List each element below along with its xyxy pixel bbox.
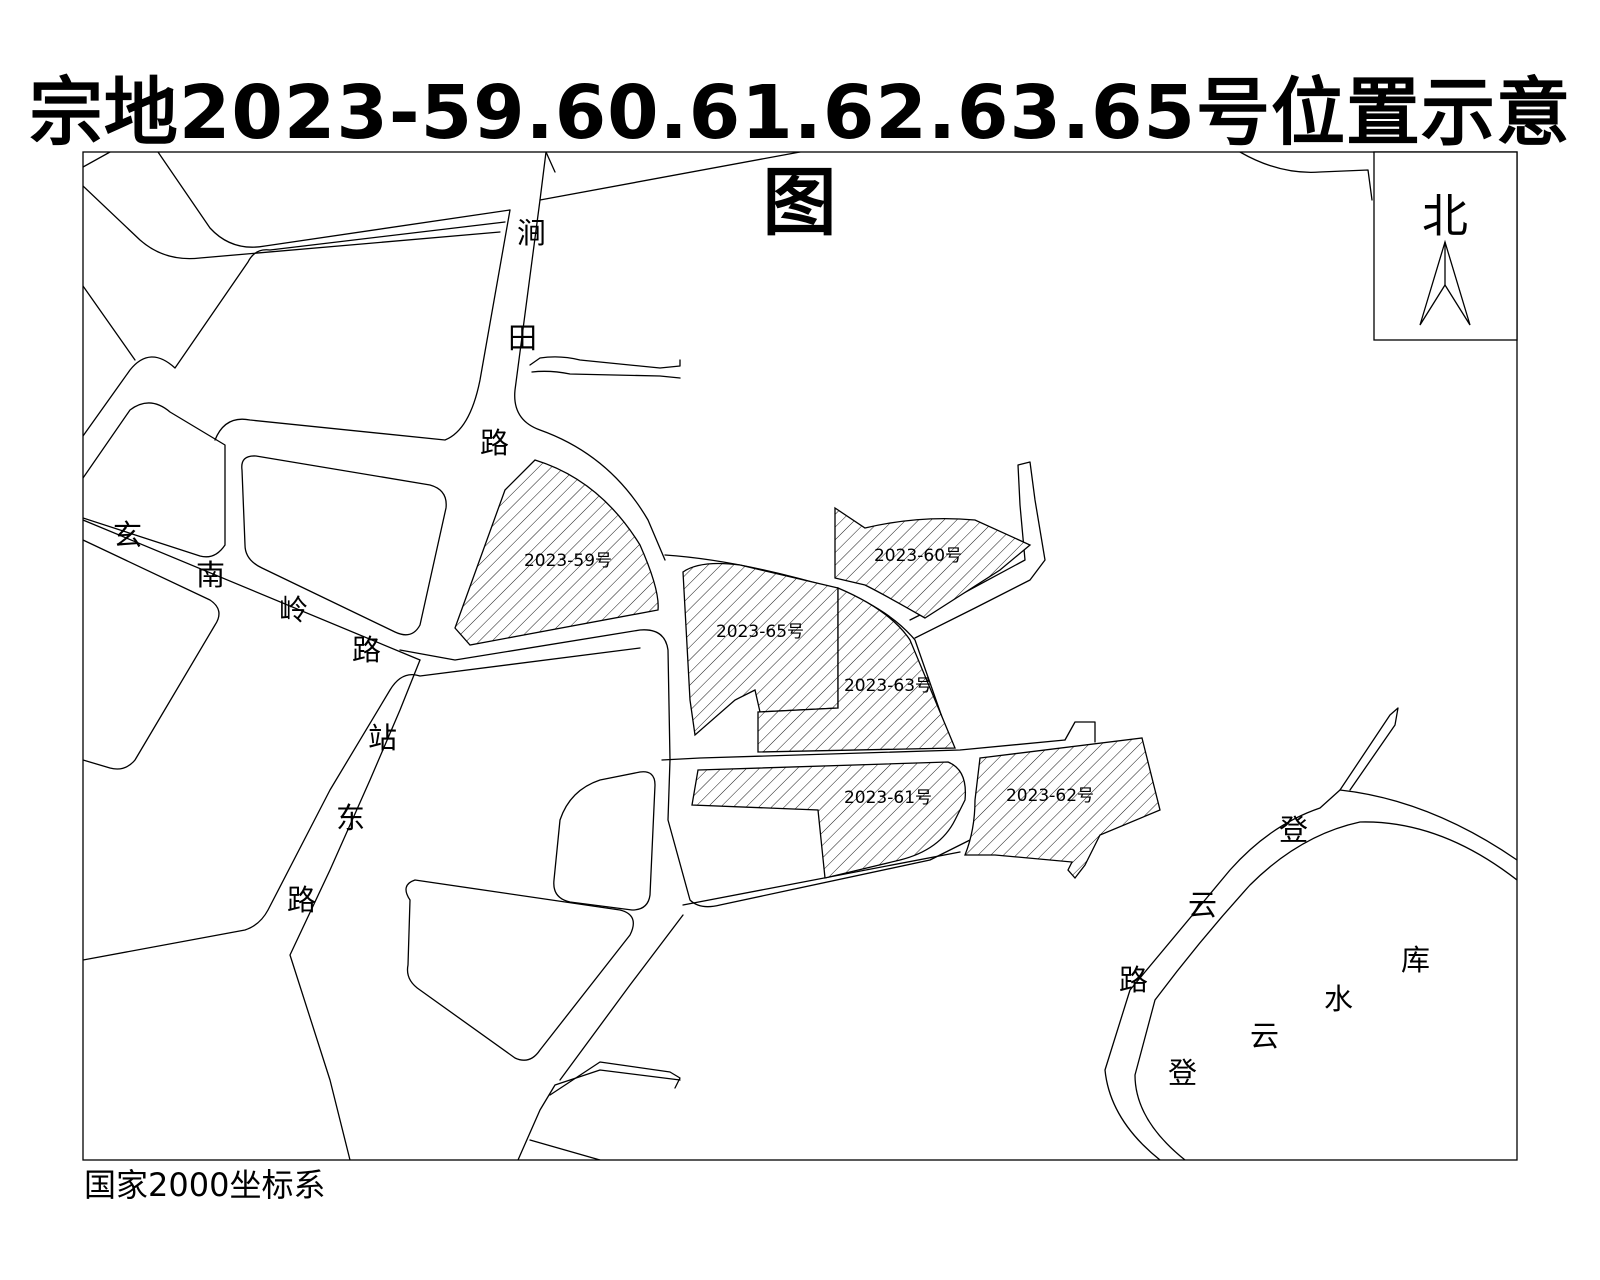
map-title: 宗地2023-59.60.61.62.63.65号位置示意图 — [28, 70, 1572, 246]
road-edge — [682, 851, 961, 906]
north-arrow-icon — [1419, 239, 1471, 326]
road-edge — [83, 285, 136, 361]
parcel-2023-60[interactable] — [834, 506, 1032, 619]
road-edge — [539, 152, 801, 201]
road-edge — [667, 759, 1001, 908]
road-label-dengyun: 路 — [1119, 963, 1148, 997]
road-edge — [241, 455, 447, 636]
road-edge — [289, 659, 421, 1160]
parcel-label: 2023-62号 — [1006, 786, 1094, 806]
road-edge — [405, 879, 634, 1061]
parcel-label: 2023-63号 — [844, 676, 932, 696]
road-edge — [661, 739, 1066, 761]
road-edge — [157, 152, 511, 248]
reservoir-label: 水 — [1324, 982, 1353, 1016]
road-edge — [83, 519, 421, 661]
parcels-layer — [454, 459, 1161, 880]
road-edge — [83, 647, 641, 961]
coordinate-system-label: 国家2000坐标系 — [84, 1166, 326, 1204]
parcel-label: 2023-65号 — [716, 622, 804, 642]
road-label-dengyun: 云 — [1188, 888, 1217, 922]
north-label: 北 — [1422, 189, 1468, 243]
road-edge — [83, 221, 506, 437]
road-label-zhandong: 路 — [287, 883, 316, 917]
parcel-label: 2023-60号 — [874, 546, 962, 566]
road-edge — [83, 185, 501, 260]
road-edge — [83, 402, 226, 558]
road-label-xuannanling: 岭 — [279, 593, 308, 627]
road-label-zhandong: 站 — [368, 721, 397, 755]
parcel-2023-59[interactable] — [454, 459, 659, 646]
road-label-xuannanling: 路 — [352, 633, 381, 667]
road-edge — [529, 356, 681, 369]
road-label-xuannanling: 南 — [196, 558, 225, 592]
road-label-zhandong: 东 — [336, 801, 365, 835]
parcel-2023-61[interactable] — [691, 761, 967, 879]
road-edge — [399, 629, 671, 761]
north-arrow-box: 北 — [1373, 151, 1518, 341]
road-edge — [559, 914, 684, 1081]
road-edge — [83, 152, 111, 168]
road-edge — [1134, 821, 1517, 1160]
parcel-label: 2023-61号 — [844, 788, 932, 808]
road-edge — [1339, 789, 1517, 861]
road-edge — [909, 461, 1046, 639]
road-edge — [514, 152, 666, 561]
parcel-2023-65[interactable] — [682, 562, 839, 737]
road-label-dengyun: 登 — [1279, 813, 1308, 847]
road-edge — [1239, 152, 1373, 201]
road-edge — [83, 539, 220, 770]
reservoir-label: 库 — [1401, 943, 1430, 977]
reservoir-label: 云 — [1250, 1019, 1279, 1053]
road-edge — [531, 370, 681, 379]
road-label-jiantian: 田 — [508, 321, 537, 355]
parcel-2023-62[interactable] — [964, 737, 1161, 880]
road-edge — [517, 1069, 681, 1160]
road-edge — [1064, 721, 1096, 743]
road-network — [83, 152, 1517, 1160]
road-edge — [545, 152, 556, 173]
reservoir-label: 登 — [1168, 1056, 1197, 1090]
road-edge — [529, 1139, 601, 1160]
road-edge — [1104, 707, 1399, 1160]
road-label-xuannanling: 玄 — [113, 518, 142, 552]
road-labels: 涧 田 路 玄 南 岭 路 站 东 路 登 云 路 登 云 水 库 — [113, 216, 1430, 1090]
road-edge — [549, 1061, 681, 1096]
road-edge — [214, 209, 511, 441]
parcel-label: 2023-59号 — [524, 551, 612, 571]
road-label-jiantian: 路 — [480, 426, 509, 460]
road-label-jiantian: 涧 — [517, 216, 546, 250]
parcel-labels: 2023-59号 2023-60号 2023-65号 2023-63号 2023… — [524, 546, 1094, 808]
parcel-2023-63[interactable] — [757, 587, 956, 753]
road-edge — [553, 771, 656, 911]
